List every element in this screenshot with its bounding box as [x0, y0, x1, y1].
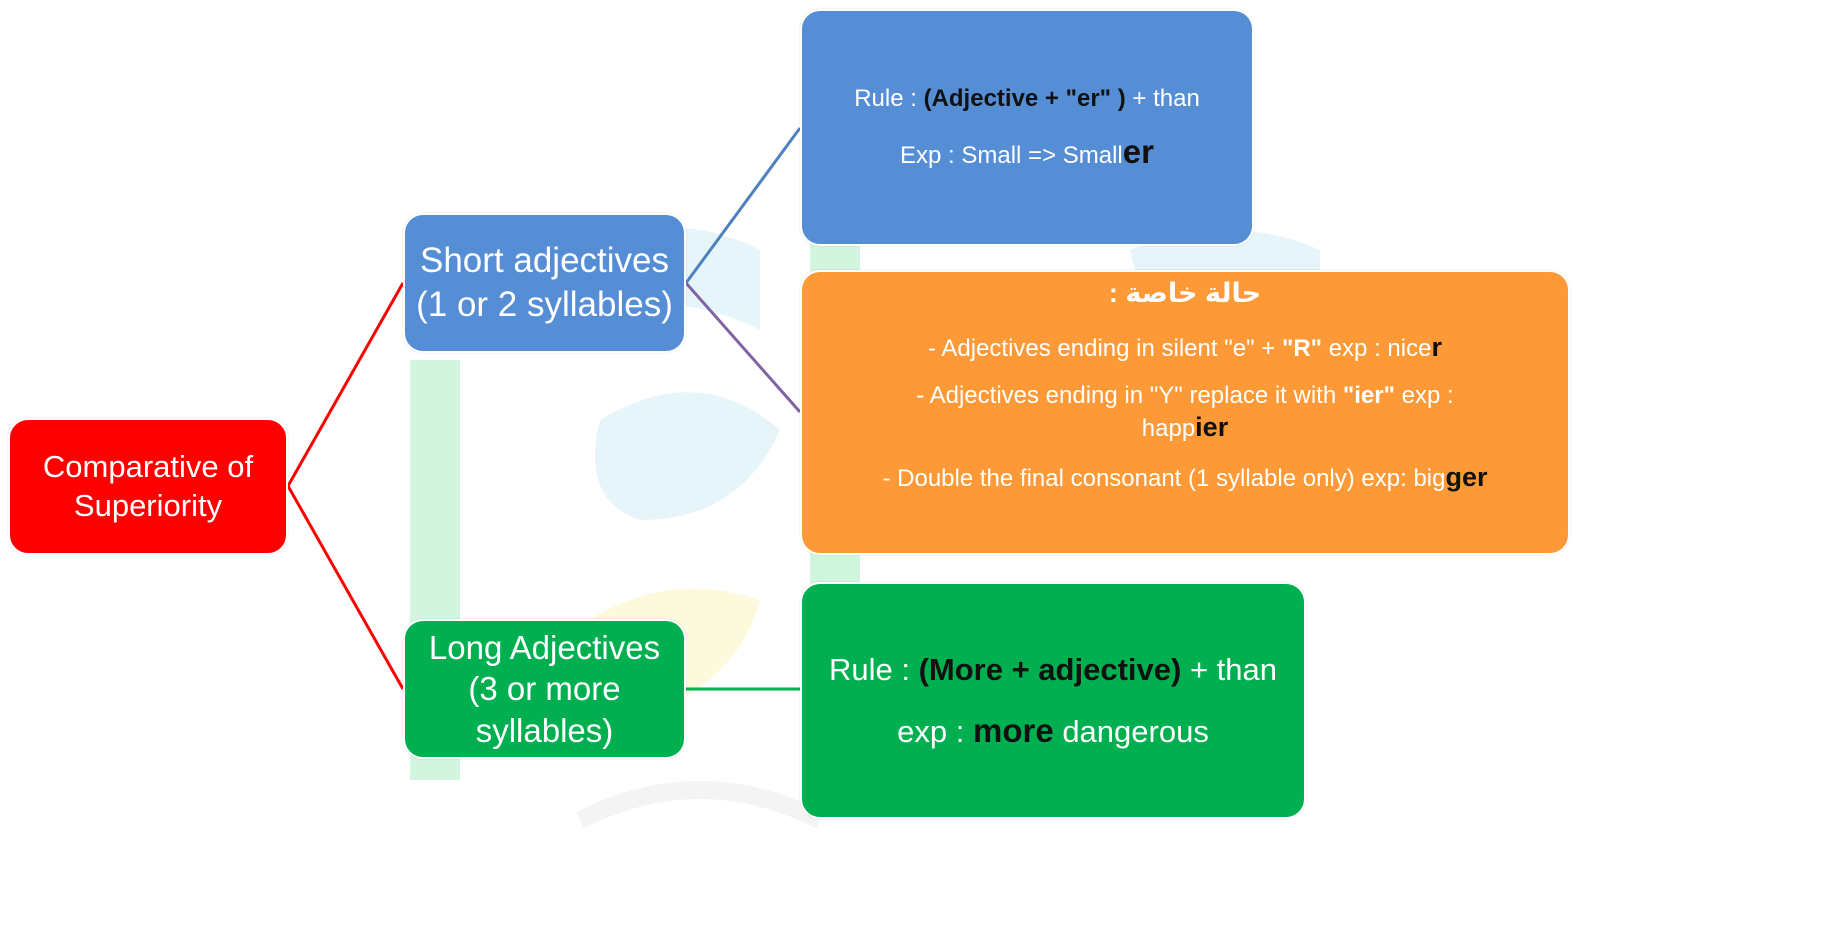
- short-adjectives-node: Short adjectives (1 or 2 syllables): [403, 213, 686, 353]
- special-item-y: - Adjectives ending in "Y" replace it wi…: [910, 381, 1459, 445]
- root-label-line1: Comparative of: [42, 448, 254, 484]
- special-item1-bold: "R": [1281, 335, 1323, 362]
- root-node: Comparative of Superiority: [8, 418, 288, 555]
- long-example-suffix: dangerous: [1053, 713, 1209, 749]
- short-rule-node: Rule : (Adjective + "er" ) + than Exp : …: [800, 9, 1254, 246]
- short-rule-prefix: Rule :: [854, 84, 924, 112]
- long-rule-formula: (More + adjective): [918, 651, 1182, 687]
- special-item2-bold: "ier": [1342, 381, 1395, 409]
- special-item2-exp: exp :: [1395, 381, 1454, 409]
- special-item2-text: - Adjectives ending in "Y" replace it wi…: [916, 381, 1343, 409]
- special-item3-suffix: ger: [1445, 461, 1488, 492]
- long-example-line: exp : more dangerous: [897, 712, 1209, 750]
- long-example-prefix: exp :: [897, 713, 973, 749]
- special-item-silent-e: - Adjectives ending in silent "e" + "R" …: [922, 331, 1448, 365]
- long-label-line2: (3 or more: [468, 670, 621, 708]
- special-item3-text: - Double the final consonant (1 syllable…: [882, 464, 1446, 492]
- special-case-node: حالة خاصة : - Adjectives ending in silen…: [800, 270, 1570, 555]
- short-label-line1: Short adjectives: [419, 241, 670, 281]
- short-example-line: Exp : Small => Smaller: [900, 133, 1154, 171]
- special-item1-exp: exp : nice: [1322, 335, 1432, 362]
- special-item2-suffix: ier: [1195, 411, 1229, 442]
- short-example-suffix: er: [1122, 132, 1154, 170]
- short-rule-formula: (Adjective + "er" ): [923, 84, 1126, 112]
- special-item2-word: happ: [1141, 414, 1196, 442]
- long-adjectives-node: Long Adjectives (3 or more syllables): [403, 619, 686, 759]
- short-rule-line: Rule : (Adjective + "er" ) + than: [854, 85, 1200, 113]
- long-rule-node: Rule : (More + adjective) + than exp : m…: [800, 582, 1306, 819]
- special-item1-suffix: r: [1431, 332, 1442, 362]
- special-case-title: حالة خاصة :: [1108, 278, 1262, 308]
- short-label-line2: (1 or 2 syllables): [416, 285, 673, 324]
- long-label-line3: syllables): [475, 711, 614, 749]
- long-rule-prefix: Rule :: [828, 651, 919, 687]
- root-label-line2: Superiority: [73, 487, 223, 523]
- long-label-line1: Long Adjectives: [428, 629, 661, 667]
- short-rule-suffix: + than: [1125, 84, 1200, 112]
- long-rule-suffix: + than: [1181, 651, 1277, 687]
- special-item-double: - Double the final consonant (1 syllable…: [876, 461, 1493, 495]
- short-example-prefix: Exp : Small => Small: [900, 141, 1123, 169]
- long-example-bold: more: [973, 711, 1054, 749]
- long-rule-line: Rule : (More + adjective) + than: [829, 652, 1277, 688]
- special-item1-text: - Adjectives ending in silent "e" +: [928, 335, 1282, 362]
